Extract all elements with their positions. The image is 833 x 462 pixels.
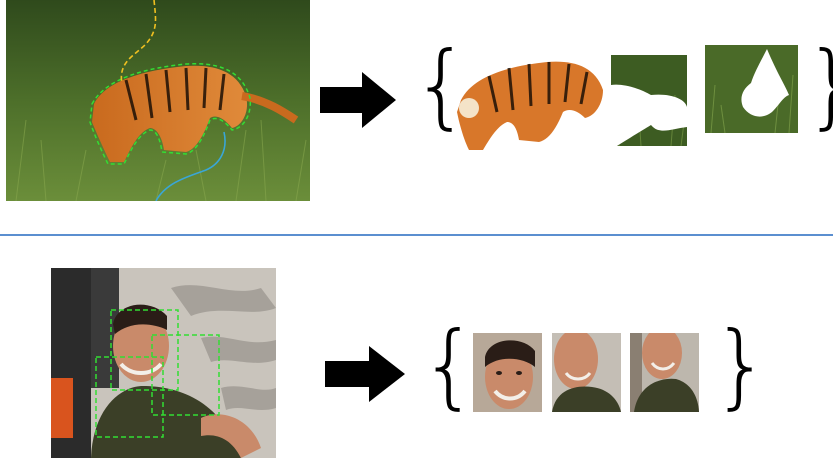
section-divider [0,234,833,236]
tiger-body [92,65,248,162]
right-arrow-top [320,72,396,128]
face-crop-1 [473,333,542,412]
close-brace-bottom: } [712,312,771,419]
tiger-source-image [6,0,310,201]
face-box-3 [95,356,164,438]
close-brace-top: } [804,40,833,132]
grass-segment-with-hole [611,55,687,146]
right-arrow-bottom [325,346,405,402]
tiger-segment [455,52,605,152]
face-box-1 [110,309,179,391]
open-brace-bottom: { [420,312,479,419]
face-box-2 [151,334,220,416]
face-crop-3 [630,333,699,412]
man-source-image [51,268,276,458]
grass-patch-with-hole [705,45,798,133]
face-crop-2 [552,333,621,412]
